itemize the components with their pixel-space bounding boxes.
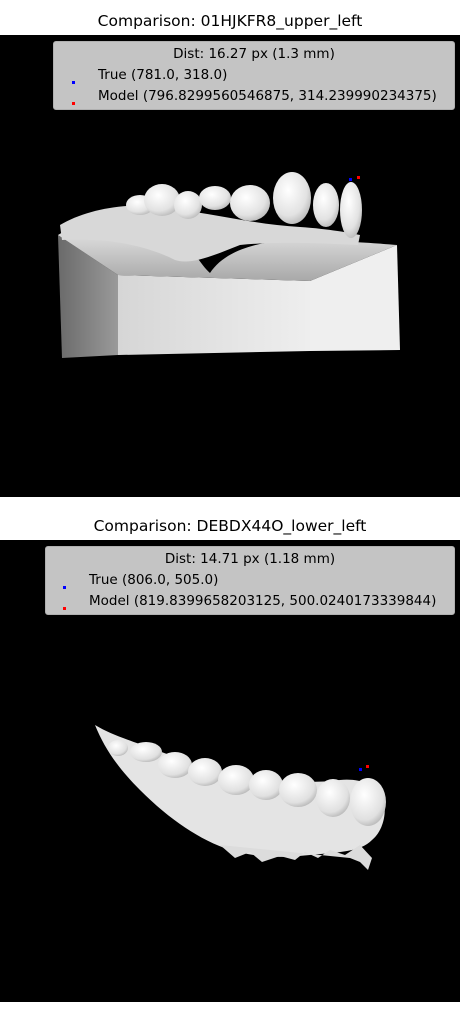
legend-entry-true: True (781.0, 318.0) bbox=[98, 67, 228, 83]
dental-model-render-lower bbox=[95, 725, 386, 870]
true-landmark-marker bbox=[349, 178, 352, 181]
legend-entry-true: True (806.0, 505.0) bbox=[89, 572, 219, 588]
model-landmark-marker bbox=[357, 176, 360, 179]
legend: Dist: 16.27 px (1.3 mm) True (781.0, 318… bbox=[53, 41, 455, 110]
panel-title: Comparison: 01HJKFR8_upper_left bbox=[97, 12, 363, 30]
legend-title: Dist: 14.71 px (1.18 mm) bbox=[164, 551, 336, 567]
model-landmark-marker bbox=[366, 765, 369, 768]
comparison-panel-upper: Comparison: 01HJKFR8_upper_left bbox=[0, 0, 465, 500]
plot-area: Dist: 16.27 px (1.3 mm) True (781.0, 318… bbox=[0, 35, 460, 497]
plot-area: Dist: 14.71 px (1.18 mm) True (806.0, 50… bbox=[0, 540, 460, 1002]
legend-entry-model: Model (819.8399658203125, 500.0240173339… bbox=[89, 593, 437, 609]
legend-marker-true bbox=[63, 586, 66, 589]
panel-title: Comparison: DEBDX44O_lower_left bbox=[93, 517, 367, 535]
legend-marker-model bbox=[72, 102, 75, 105]
legend-marker-true bbox=[72, 81, 75, 84]
legend-marker-model bbox=[63, 607, 66, 610]
dental-model-render-upper bbox=[58, 172, 400, 358]
comparison-panel-lower: Comparison: DEBDX44O_lower_left bbox=[0, 505, 465, 1010]
true-landmark-marker bbox=[359, 768, 362, 771]
legend: Dist: 14.71 px (1.18 mm) True (806.0, 50… bbox=[45, 546, 455, 615]
legend-entry-model: Model (796.8299560546875, 314.2399902343… bbox=[98, 88, 437, 104]
legend-title: Dist: 16.27 px (1.3 mm) bbox=[173, 46, 335, 62]
